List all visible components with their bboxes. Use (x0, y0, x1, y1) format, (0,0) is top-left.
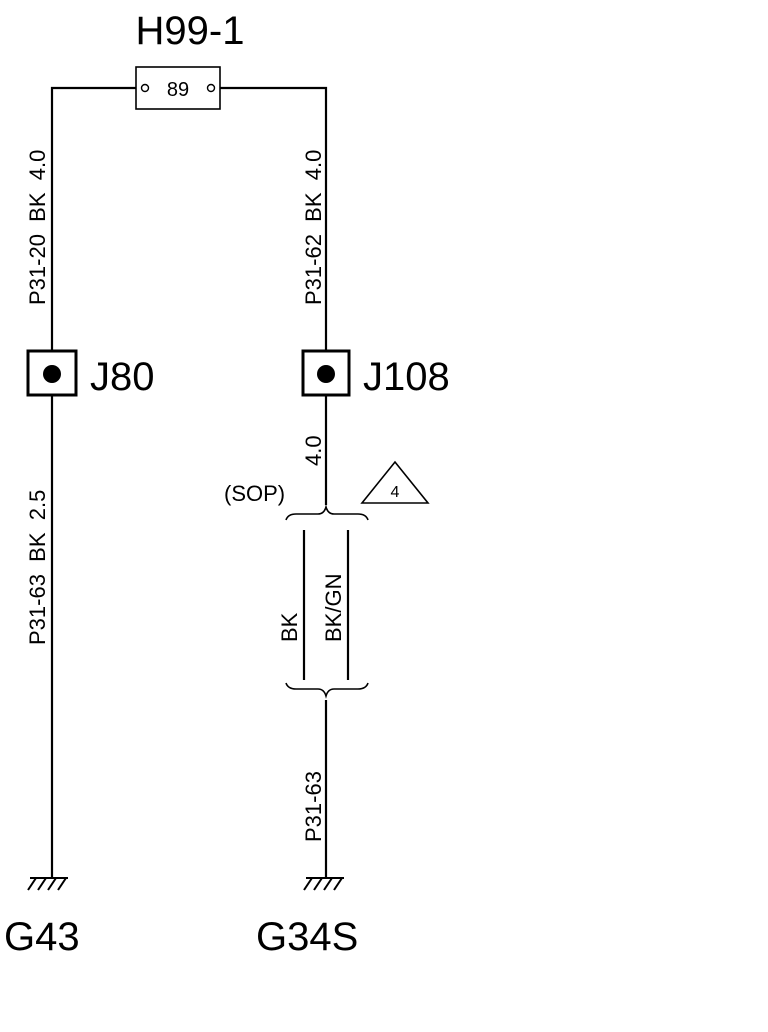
junction-j80 (26, 349, 78, 397)
note-triangle: 4 (360, 460, 430, 504)
ground-icon-g34s (303, 877, 344, 891)
junction-j80-label: J80 (90, 355, 155, 399)
left-lower-wire-label: P31-63 BK 2.5 (25, 490, 50, 645)
junction-j108-label: J108 (363, 355, 450, 399)
note-number: 4 (391, 484, 400, 501)
fuse-name-label: H99-1 (136, 9, 245, 53)
top-wire-right (220, 86, 328, 374)
variant-top-brace (285, 504, 369, 521)
right-lower-wire-label: P31-63 (301, 771, 326, 842)
left-upper-wire-label: P31-20 BK 4.0 (25, 150, 50, 305)
junction-j108 (301, 349, 351, 397)
variant-bk-label: BK (277, 612, 302, 642)
variant-bkgn-label: BK/GN (321, 574, 346, 642)
ground-g43-label: G43 (4, 915, 80, 959)
ground-icon-g43 (27, 877, 68, 891)
variant-bottom-brace (285, 682, 369, 699)
ground-g34s-label: G34S (256, 915, 358, 959)
sop-label: (SOP) (224, 481, 285, 506)
fuse-symbol: 89 (135, 66, 221, 110)
fuse-value-label: 89 (167, 79, 189, 101)
right-splice-size-label: 4.0 (301, 435, 326, 466)
right-upper-wire-label: P31-62 BK 4.0 (301, 150, 326, 305)
top-wire-left (50, 86, 136, 374)
